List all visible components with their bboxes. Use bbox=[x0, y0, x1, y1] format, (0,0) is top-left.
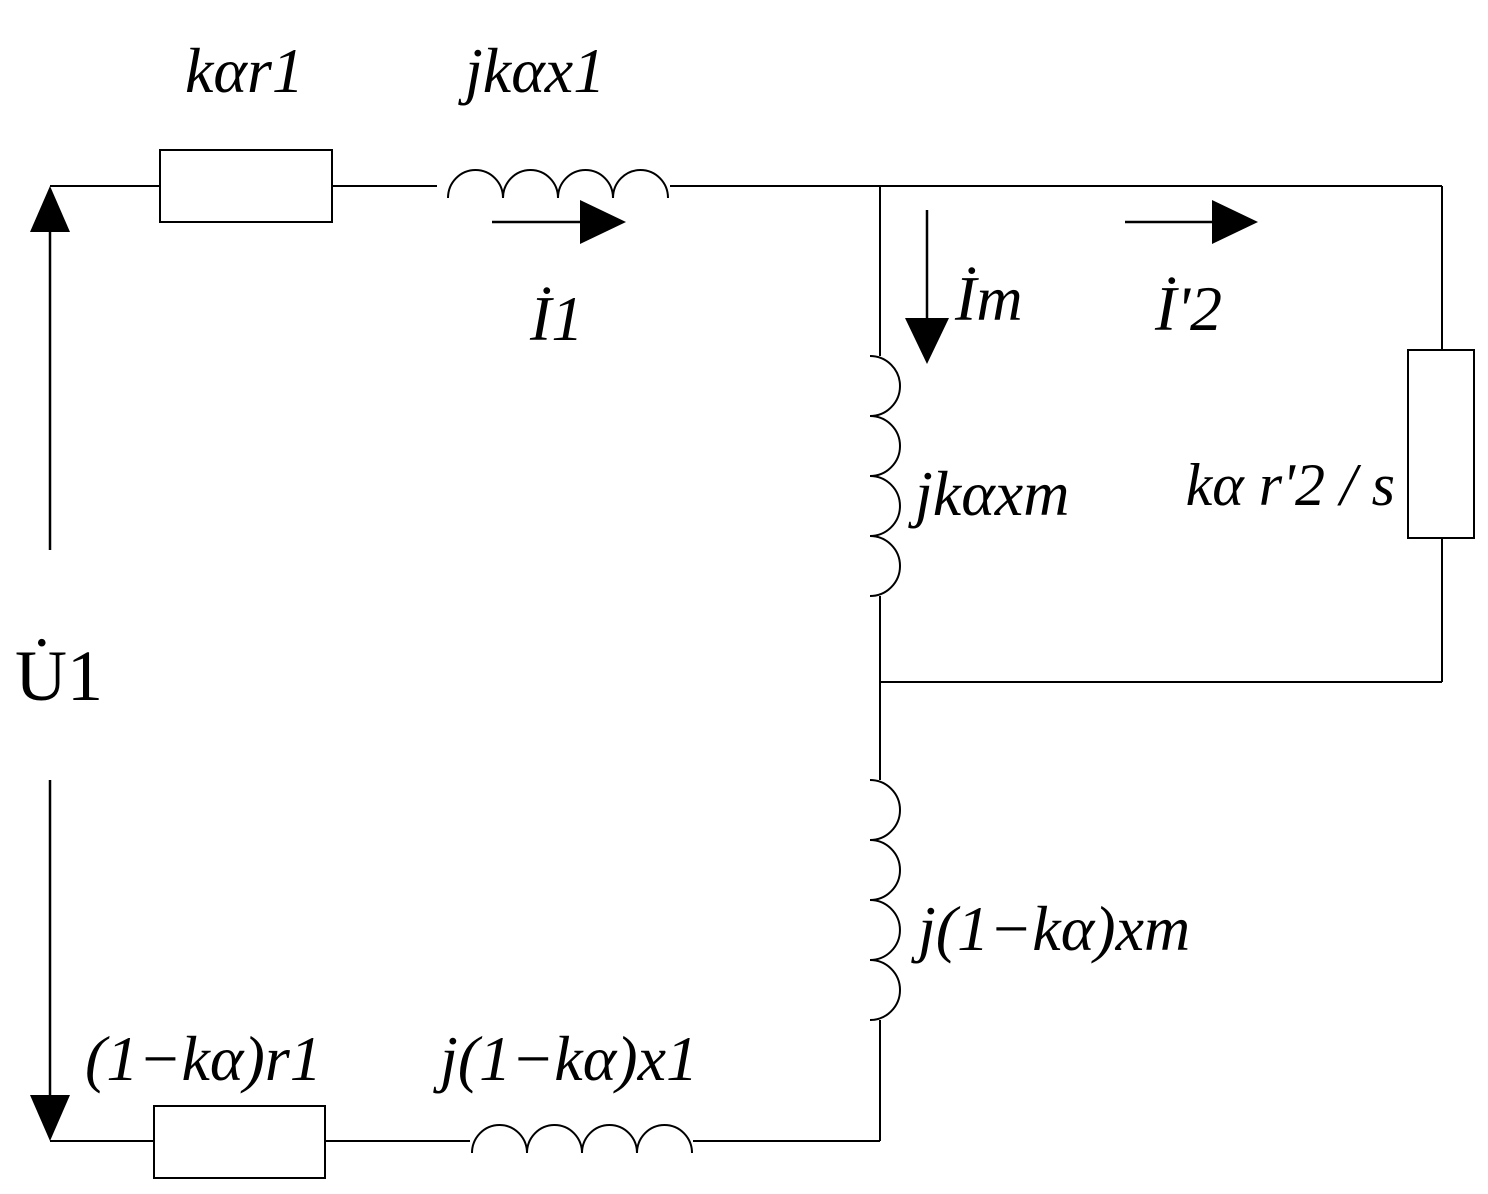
resistor-r1-bottom bbox=[153, 1105, 326, 1179]
label-x1-top: jkαx1 bbox=[458, 35, 605, 106]
current-im-arrow bbox=[905, 210, 949, 364]
label-xm-bottom: j(1−kα)xm bbox=[911, 893, 1190, 964]
label-r1-bottom: (1−kα)r1 bbox=[85, 1023, 322, 1094]
current-i2-arrow bbox=[1125, 200, 1258, 244]
resistor-r2-load bbox=[1407, 349, 1475, 539]
label-xm-top: jkαxm bbox=[908, 458, 1069, 529]
label-r2-load: kα r'2 / s bbox=[1186, 452, 1395, 518]
resistor-r1-top bbox=[159, 149, 333, 223]
inductor-xm-bottom bbox=[869, 779, 901, 1021]
label-x1-bottom: j(1−kα)x1 bbox=[433, 1023, 698, 1094]
label-voltage-u1: U̇1 bbox=[15, 636, 103, 716]
label-current-i1: İ1 bbox=[529, 283, 583, 354]
wires bbox=[50, 185, 1443, 1142]
label-current-im: İm bbox=[954, 263, 1023, 334]
label-r1-top: kαr1 bbox=[185, 35, 304, 106]
current-i1-arrow bbox=[492, 200, 626, 244]
voltage-arrow-down bbox=[30, 780, 70, 1141]
voltage-arrow-up bbox=[30, 186, 70, 550]
inductor-xm-top bbox=[869, 355, 901, 597]
inductor-x1-top bbox=[447, 169, 669, 199]
inductor-x1-bottom bbox=[471, 1124, 693, 1154]
label-current-i2: İ'2 bbox=[1154, 273, 1222, 344]
